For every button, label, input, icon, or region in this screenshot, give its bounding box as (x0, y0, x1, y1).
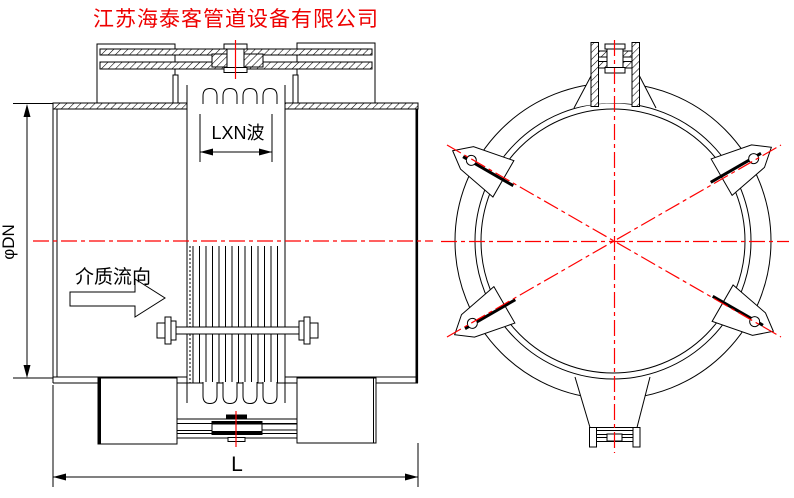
dimension-bellows (199, 114, 273, 162)
dimension-length (52, 385, 419, 487)
end-view-top-bracket (573, 42, 657, 109)
labels: 江苏海泰客管道设备有限公司 LXN波 介质流向 φDN L (0, 8, 379, 476)
bellows (186, 85, 286, 405)
end-view (441, 42, 785, 448)
centerlines (33, 40, 789, 453)
length-label: L (231, 453, 243, 476)
middle-restraint-rod (156, 316, 319, 345)
pipe-body (52, 102, 419, 384)
bottom-tie-rod-assembly (97, 377, 377, 445)
end-view-bottom-bracket (574, 376, 651, 448)
flow-arrow (69, 278, 166, 318)
bellows-count-label: LXN波 (211, 123, 264, 143)
company-title: 江苏海泰客管道设备有限公司 (93, 8, 379, 31)
dimension-diameter (13, 103, 53, 379)
flow-direction-label: 介质流向 (75, 266, 151, 288)
diameter-label: φDN (0, 224, 18, 260)
side-view (13, 42, 419, 487)
